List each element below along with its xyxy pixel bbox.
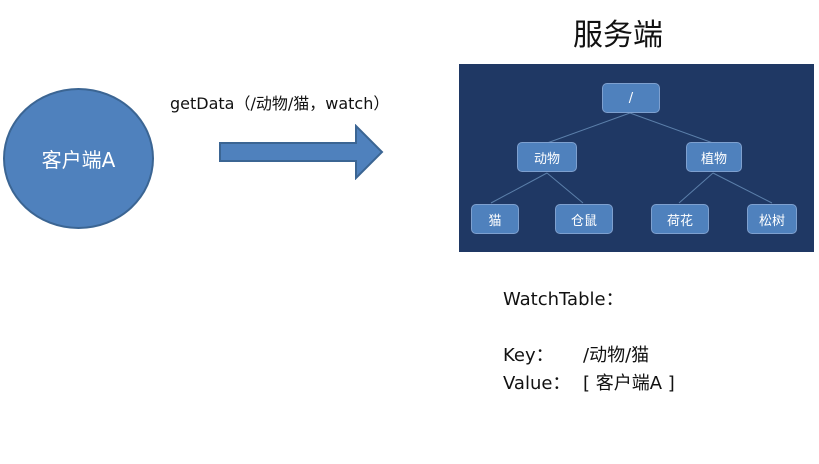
client-a-label: 客户端A <box>41 148 116 172</box>
server-title: 服务端 <box>573 18 663 53</box>
tree-node-cat: 猫 <box>471 204 519 234</box>
watch-key-value: /动物/猫 <box>583 345 650 366</box>
tree-node-lotus: 荷花 <box>651 204 709 234</box>
watch-table-key-row: Key： /动物/猫 <box>503 344 649 368</box>
get-data-request-label: getData（/动物/猫，watch） <box>170 94 390 113</box>
tree-node-pine: 松树 <box>747 204 797 234</box>
watch-value-value: [ 客户端A ] <box>583 373 675 394</box>
client-a-node: 客户端A <box>3 88 154 229</box>
watch-key-label: Key： <box>503 345 554 366</box>
tree-node-animals: 动物 <box>517 142 577 172</box>
tree-node-hamster: 仓鼠 <box>555 204 613 234</box>
tree-connector-lines <box>490 112 773 204</box>
server-tree-panel: / 动物 植物 猫 仓鼠 荷花 松树 <box>459 64 814 252</box>
watch-value-label: Value： <box>503 373 571 394</box>
tree-node-root: / <box>602 83 660 113</box>
watch-table-title: WatchTable： <box>503 289 624 310</box>
request-arrow <box>219 124 384 180</box>
tree-node-plants: 植物 <box>686 142 742 172</box>
watch-table-value-row: Value： [ 客户端A ] <box>503 372 675 396</box>
